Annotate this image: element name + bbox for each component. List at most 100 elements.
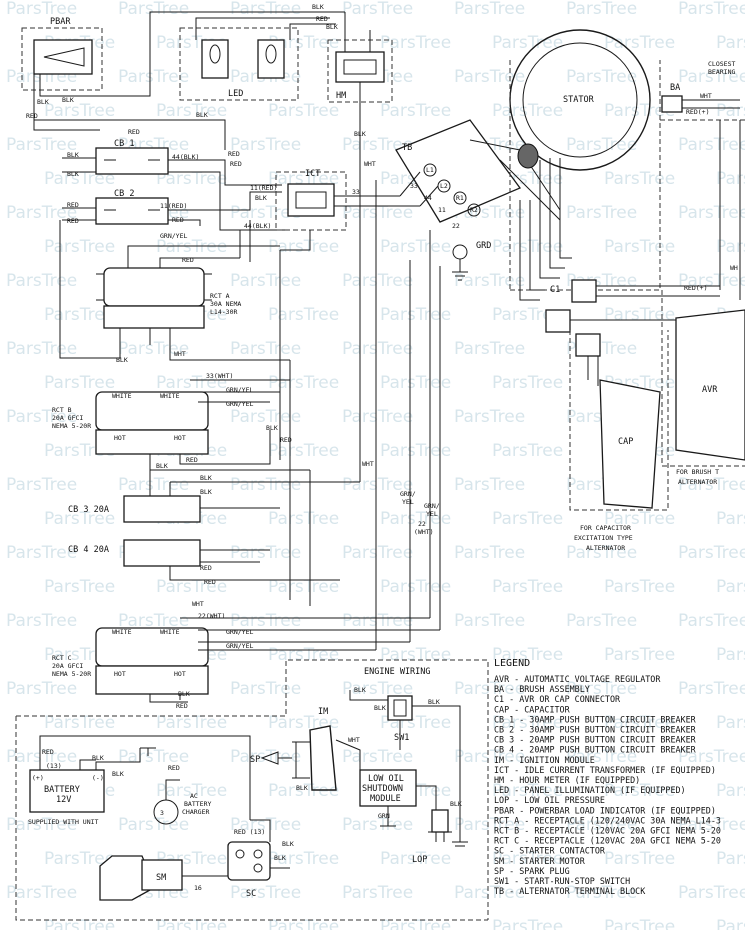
watermark-text: ParsTree: [44, 237, 115, 257]
svg-text:BLK: BLK: [200, 488, 212, 496]
watermark-text: ParsTree: [380, 849, 451, 869]
pbar: PBAR: [21, 17, 103, 91]
led: LED: [179, 27, 299, 101]
svg-text:AVR: AVR: [702, 385, 718, 395]
c1-connector: C1: [545, 279, 601, 357]
watermark-text: ParsTree: [492, 373, 563, 393]
svg-text:RED: RED: [67, 217, 79, 225]
svg-text:CB 2: CB 2: [114, 189, 134, 199]
watermark-text: ParsTree: [716, 237, 745, 257]
battery: (+) (-) BATTERY 12V SUPPLIED WITH UNIT: [28, 769, 105, 826]
watermark-text: ParsTree: [342, 747, 413, 767]
svg-text:L2: L2: [440, 182, 448, 190]
svg-text:RED: RED: [26, 112, 38, 120]
svg-text:3: 3: [160, 809, 164, 817]
svg-text:TB: TB: [402, 143, 412, 153]
watermark-text: ParsTree: [454, 407, 525, 427]
svg-text:BLK: BLK: [428, 698, 440, 706]
watermark-text: ParsTree: [156, 237, 227, 257]
watermark-text: ParsTree: [342, 0, 413, 19]
watermark-text: ParsTree: [268, 373, 339, 393]
watermark-text: ParsTree: [118, 339, 189, 359]
svg-text:20A GFCI: 20A GFCI: [52, 662, 83, 670]
watermark-text: ParsTree: [268, 713, 339, 733]
svg-text:BLK: BLK: [296, 784, 308, 792]
capacitor: CAP: [599, 379, 661, 509]
watermark-text: ParsTree: [454, 339, 525, 359]
svg-text:BLK: BLK: [326, 23, 338, 31]
avr: AVR: [675, 309, 745, 461]
svg-text:RED: RED: [67, 201, 79, 209]
watermark-text: ParsTree: [380, 917, 451, 930]
watermark-text: ParsTree: [454, 611, 525, 631]
watermark-text: ParsTree: [566, 543, 637, 563]
legend-item: PBAR - POWERBAR LOAD INDICATOR (IF EQUIP…: [494, 805, 716, 815]
svg-text:HOT: HOT: [114, 434, 126, 442]
legend-item: ICT - IDLE CURRENT TRANSFORMER (IF EQUIP…: [494, 765, 716, 775]
svg-text:(WHT): (WHT): [414, 528, 434, 536]
watermark-text: ParsTree: [6, 815, 77, 835]
ignition-module: IM BLK: [292, 707, 337, 792]
watermark-text: ParsTree: [492, 509, 563, 529]
watermark-text: ParsTree: [230, 271, 301, 291]
watermark-text: ParsTree: [716, 169, 745, 189]
watermark-text: ParsTree: [44, 577, 115, 597]
svg-text:CHARGER: CHARGER: [182, 808, 209, 816]
watermark-text: ParsTree: [716, 781, 745, 801]
svg-text:BA: BA: [670, 83, 680, 93]
watermark-text: ParsTree: [566, 815, 637, 835]
watermark-text: ParsTree: [6, 679, 77, 699]
watermark-text: ParsTree: [230, 543, 301, 563]
svg-text:RED: RED: [128, 128, 140, 136]
watermark-text: ParsTree: [6, 203, 77, 223]
watermark-text: ParsTree: [454, 883, 525, 903]
watermark-text: ParsTree: [342, 271, 413, 291]
svg-text:BLK: BLK: [354, 130, 366, 138]
watermark-text: ParsTree: [604, 781, 675, 801]
terminal-block: TB L1 L2 R1 R2 33 44 11 22: [395, 119, 522, 230]
watermark-text: ParsTree: [118, 611, 189, 631]
svg-text:SP: SP: [250, 755, 260, 765]
svg-text:HM: HM: [336, 91, 346, 101]
watermark-text: ParsTree: [156, 781, 227, 801]
watermark-text: ParsTree: [268, 509, 339, 529]
engine-wiring: ENGINE WIRING: [15, 659, 489, 921]
svg-text:44(BLK): 44(BLK): [244, 222, 271, 230]
watermark-text: ParsTree: [716, 713, 745, 733]
ground: GRD: [452, 241, 491, 281]
svg-text:33(WHT): 33(WHT): [206, 372, 233, 380]
watermark-text: ParsTree: [342, 339, 413, 359]
low-oil-pressure: LOP: [412, 809, 452, 865]
watermark-text: ParsTree: [604, 237, 675, 257]
svg-text:NEMA 5-20R: NEMA 5-20R: [52, 670, 91, 678]
watermark-text: ParsTree: [342, 679, 413, 699]
svg-text:BLK: BLK: [92, 754, 104, 762]
watermark-text: ParsTree: [716, 917, 745, 930]
watermark-text: ParsTree: [156, 101, 227, 121]
svg-text:22: 22: [452, 222, 460, 230]
watermark-text: ParsTree: [566, 611, 637, 631]
watermark-text: ParsTree: [380, 645, 451, 665]
watermark-text: ParsTree: [678, 747, 745, 767]
legend-item: TB - ALTERNATOR TERMINAL BLOCK: [494, 886, 646, 896]
svg-text:RCT A: RCT A: [210, 292, 230, 300]
watermark-text: ParsTree: [678, 0, 745, 19]
legend-title: LEGEND: [494, 658, 530, 669]
svg-text:LED: LED: [228, 89, 243, 99]
watermark-text: ParsTree: [678, 475, 745, 495]
watermark-text: ParsTree: [268, 849, 339, 869]
svg-text:RED: RED: [168, 764, 180, 772]
svg-text:GRN/: GRN/: [424, 502, 440, 510]
svg-text:RED: RED: [230, 160, 242, 168]
watermark-text: ParsTree: [156, 713, 227, 733]
svg-text:BLK: BLK: [312, 3, 324, 11]
watermark-text: ParsTree: [716, 33, 745, 53]
watermark-text: ParsTree: [604, 33, 675, 53]
svg-text:CB 3 20A: CB 3 20A: [68, 505, 109, 515]
svg-text:BLK: BLK: [62, 96, 74, 104]
rct-a: RCT A 30A NEMA L14-30R: [96, 267, 241, 329]
watermark-text: ParsTree: [678, 611, 745, 631]
legend-item: CB 4 - 20AMP PUSH BUTTON CIRCUIT BREAKER: [494, 745, 697, 755]
svg-text:AC: AC: [190, 792, 198, 800]
